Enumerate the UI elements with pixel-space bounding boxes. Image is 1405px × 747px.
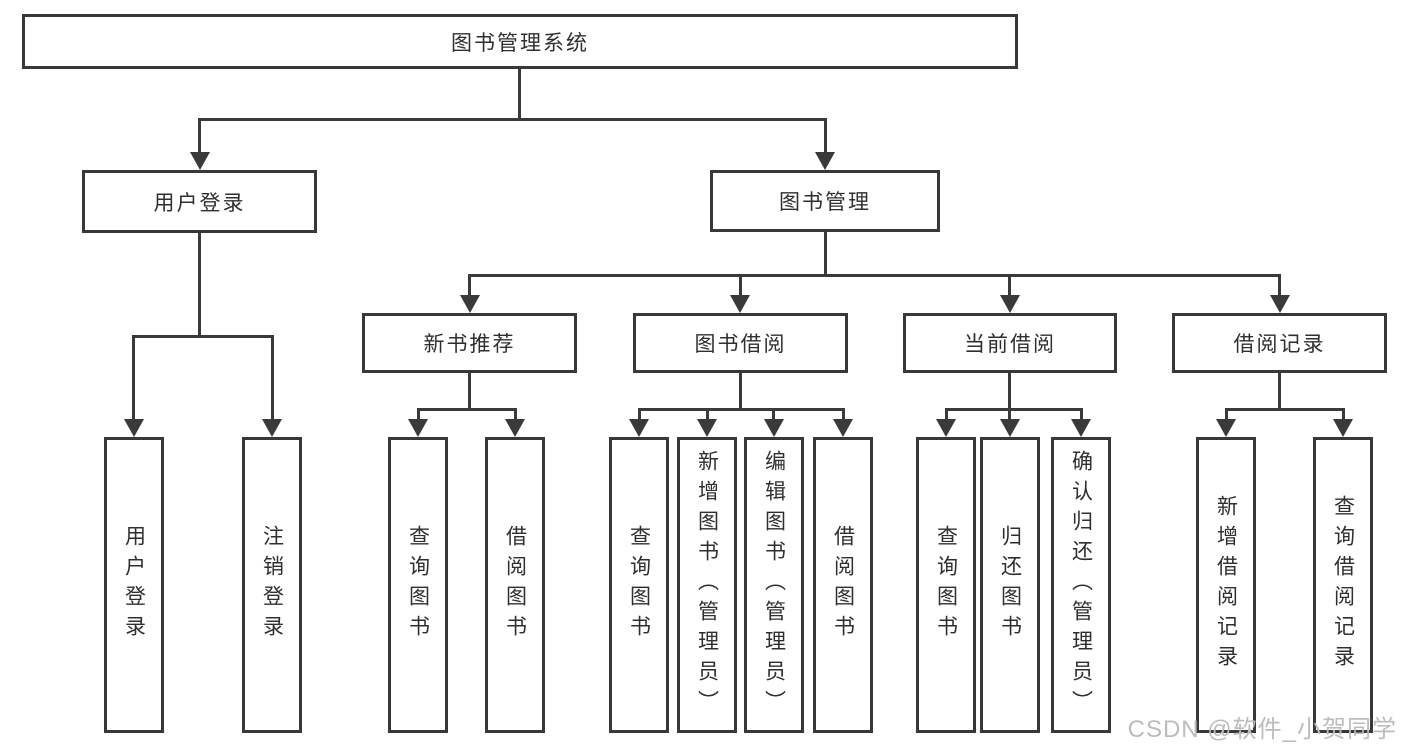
- connector-line: [824, 232, 827, 276]
- node-leaf-query-borrow-record: 查询借阅记录: [1313, 437, 1373, 733]
- connector-line: [468, 274, 471, 298]
- connector-line: [739, 274, 742, 298]
- node-label: 借阅图书: [503, 525, 527, 645]
- connector-line: [518, 68, 521, 120]
- node-label: 确认归还（管理员）: [1069, 450, 1093, 720]
- node-label: 查询图书: [934, 525, 958, 645]
- connector-line: [468, 274, 1281, 277]
- node-leaf-add-borrow-record: 新增借阅记录: [1196, 437, 1256, 733]
- arrowhead-icon: [697, 419, 717, 437]
- node-leaf-return-books: 归还图书: [980, 437, 1040, 733]
- connector-line: [1008, 274, 1011, 298]
- connector-line: [1278, 274, 1281, 298]
- node-label: 当前借阅: [964, 333, 1056, 356]
- connector-line: [824, 118, 827, 154]
- node-current-borrowing: 当前借阅: [903, 313, 1117, 373]
- node-label: 图书管理系统: [451, 31, 589, 55]
- arrowhead-icon: [815, 152, 835, 170]
- arrowhead-icon: [262, 419, 282, 437]
- connector-line: [1278, 373, 1281, 410]
- arrowhead-icon: [730, 295, 750, 313]
- node-leaf-user-login: 用户登录: [104, 437, 164, 733]
- arrowhead-icon: [1216, 419, 1236, 437]
- node-label: 查询图书: [406, 525, 430, 645]
- arrowhead-icon: [629, 419, 649, 437]
- connector-line: [1225, 408, 1344, 411]
- arrowhead-icon: [833, 419, 853, 437]
- node-leaf-confirm-return-admin: 确认归还（管理员）: [1051, 437, 1111, 733]
- node-label: 新书推荐: [423, 333, 516, 356]
- node-leaf-logout: 注销登录: [242, 437, 302, 733]
- connector-line: [132, 335, 274, 338]
- connector-line: [1342, 408, 1345, 421]
- connector-line: [945, 408, 1082, 411]
- connector-line: [842, 408, 845, 421]
- arrowhead-icon: [505, 419, 525, 437]
- node-book-borrowing: 图书借阅: [633, 313, 848, 373]
- arrowhead-icon: [124, 419, 144, 437]
- arrowhead-icon: [1270, 295, 1290, 313]
- connector-line: [945, 408, 948, 421]
- node-label: 图书管理: [779, 191, 871, 214]
- node-leaf-query-books-recommend: 查询图书: [388, 437, 448, 733]
- node-leaf-edit-book-admin: 编辑图书（管理员）: [744, 437, 804, 733]
- node-label: 查询借阅记录: [1331, 495, 1355, 675]
- node-label: 新增图书（管理员）: [695, 450, 719, 720]
- node-label: 新增借阅记录: [1214, 495, 1238, 675]
- connector-line: [468, 373, 471, 410]
- connector-line: [1080, 408, 1083, 421]
- node-leaf-borrow-books-borrowing: 借阅图书: [813, 437, 873, 733]
- node-leaf-query-books-current: 查询图书: [916, 437, 976, 733]
- connector-line: [271, 335, 274, 421]
- arrowhead-icon: [1000, 295, 1020, 313]
- node-label: 归还图书: [998, 525, 1022, 645]
- connector-line: [198, 233, 201, 337]
- node-label: 借阅记录: [1233, 333, 1326, 356]
- connector-line: [739, 373, 742, 410]
- connector-line: [638, 408, 641, 421]
- node-label: 注销登录: [260, 525, 284, 645]
- connector-line: [772, 408, 775, 421]
- connector-line: [1008, 373, 1011, 410]
- node-leaf-borrow-books-recommend: 借阅图书: [485, 437, 545, 733]
- node-leaf-query-books-borrowing: 查询图书: [609, 437, 669, 733]
- arrowhead-icon: [1000, 419, 1020, 437]
- node-new-book-recommendation: 新书推荐: [362, 313, 577, 373]
- node-label: 借阅图书: [831, 525, 855, 645]
- node-borrowing-records: 借阅记录: [1172, 313, 1387, 373]
- connector-line: [638, 408, 844, 411]
- node-label: 用户登录: [122, 525, 146, 645]
- connector-line: [132, 335, 135, 421]
- node-label: 图书借阅: [694, 333, 787, 356]
- node-user-login: 用户登录: [82, 170, 317, 233]
- connector-line: [417, 408, 517, 411]
- arrowhead-icon: [764, 419, 784, 437]
- connector-line: [1225, 408, 1228, 421]
- node-book-management: 图书管理: [710, 170, 940, 232]
- connector-line: [1008, 408, 1011, 421]
- arrowhead-icon: [408, 419, 428, 437]
- connector-line: [706, 408, 709, 421]
- csdn-watermark: CSDN @软件_小贺同学: [1127, 716, 1397, 743]
- connector-line: [198, 118, 827, 121]
- arrowhead-icon: [190, 152, 210, 170]
- arrowhead-icon: [1071, 419, 1091, 437]
- node-library-management-system: 图书管理系统: [22, 14, 1018, 69]
- node-label: 编辑图书（管理员）: [762, 450, 786, 720]
- node-label: 用户登录: [153, 191, 246, 215]
- connector-line: [417, 408, 420, 421]
- connector-line: [514, 408, 517, 421]
- arrowhead-icon: [936, 419, 956, 437]
- node-leaf-add-book-admin: 新增图书（管理员）: [677, 437, 737, 733]
- node-label: 查询图书: [627, 525, 651, 645]
- arrowhead-icon: [1333, 419, 1353, 437]
- connector-line: [198, 118, 201, 154]
- arrowhead-icon: [460, 295, 480, 313]
